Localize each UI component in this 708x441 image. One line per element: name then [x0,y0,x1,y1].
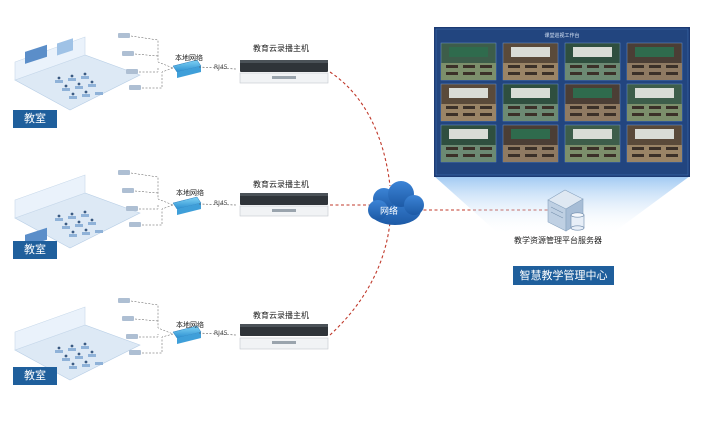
switch-side [177,66,201,78]
recorder-host [239,193,329,217]
port-link [198,203,237,206]
video-tile [440,42,497,81]
switch-side [177,203,201,215]
video-tile [440,124,497,163]
classroom-2 [14,170,329,249]
classroom-students [57,72,94,96]
classroom-badge: 教室 [13,241,57,259]
classroom-cameras [118,33,141,90]
link-host-1 [329,71,391,187]
server-label: 教学资源管理平台服务器 [514,236,602,245]
video-tile [564,83,621,122]
video-wall-tiles [440,42,683,163]
classroom-whiteboard [57,38,73,56]
classroom-desks [55,214,103,237]
video-tile [626,42,683,81]
recorder-label: 教育云录播主机 [253,44,309,53]
classroom-1 [14,33,329,111]
camera-links [130,172,174,226]
video-tile [502,83,559,122]
camera-links [130,35,174,89]
recorder-host [239,60,329,84]
classroom-badge: 教室 [13,367,57,385]
classroom-cameras [118,298,141,355]
classroom-3 [14,298,329,381]
port-link [198,332,237,336]
camera-links [130,300,174,354]
cloud-icon [368,181,424,225]
port-link [198,66,237,70]
port-label: RJ45 [214,330,228,337]
switch-label: 本地网络 [176,321,204,329]
video-tile [502,124,559,163]
switch-label: 本地网络 [176,189,204,197]
link-host-3 [329,221,391,336]
classroom-back-wall [14,306,86,351]
classroom-screen [25,44,47,64]
classroom-badge: 教室 [13,110,57,128]
video-tile [564,124,621,163]
video-tile [564,42,621,81]
classroom-back-wall [14,174,86,219]
video-tile [626,83,683,122]
video-wall: 课堂巡视工作台 [434,27,690,235]
classroom-desks [55,346,103,369]
recorder-label: 教育云录播主机 [253,311,309,320]
recorder-label: 教育云录播主机 [253,180,309,189]
switch-label: 本地网络 [175,54,203,62]
classroom-students [57,342,94,366]
network-links [329,71,548,336]
video-tile [440,83,497,122]
video-tile [502,42,559,81]
video-wall-title: 课堂巡视工作台 [544,32,579,39]
recorder-host [239,324,329,350]
video-tile [626,124,683,163]
classroom-desks [55,76,103,99]
classroom-students [57,210,94,234]
server-icon [547,189,585,232]
switch-side [177,332,201,344]
classroom-cameras [118,170,141,227]
port-label: RJ45 [214,64,228,71]
management-center-badge: 智慧教学管理中心 [513,266,614,285]
port-label: RJ45 [214,200,228,207]
network-label: 网络 [380,207,399,217]
database-icon [570,212,585,231]
